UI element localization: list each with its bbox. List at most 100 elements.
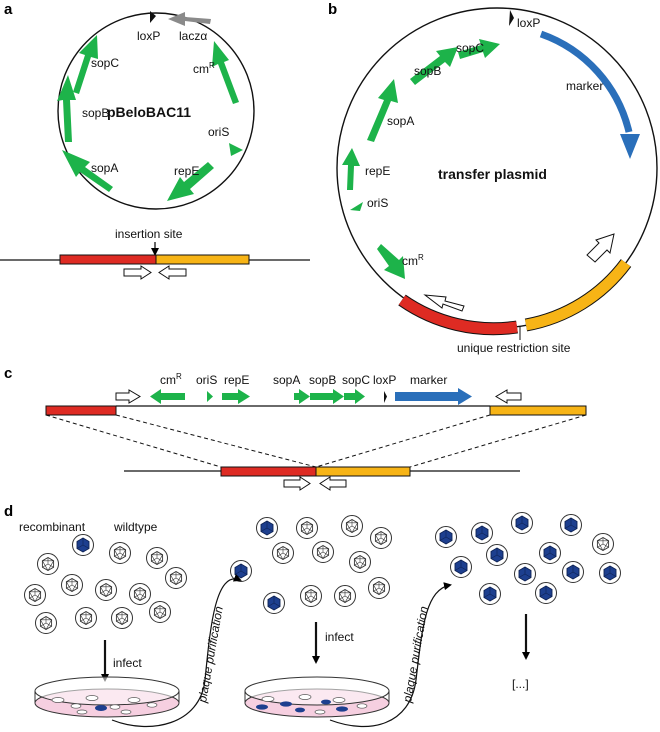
gene-arrow-sopb-c (310, 389, 344, 404)
panel-label-c: c (4, 365, 12, 382)
homology-arm-right-genome-c (315, 466, 411, 477)
primer-arrow-forward-c (115, 389, 141, 404)
gene-arrow-cmr (212, 41, 239, 104)
homology-arm-right-a (155, 254, 250, 265)
virus-wildtype (111, 607, 133, 629)
gene-arrow-repe (167, 162, 214, 201)
primer-arrow-forward-a (123, 265, 152, 280)
virus-wildtype (334, 585, 356, 607)
label-unique-site: unique restriction site (457, 341, 571, 355)
label-lacz-a: laczα (179, 29, 207, 43)
primer-arrow-left-b (423, 294, 465, 312)
label-oris-b: oriS (367, 196, 388, 210)
label-cmr-c: cmR (160, 372, 182, 387)
label-marker-b: marker (566, 79, 603, 93)
virus-recombinant (479, 583, 501, 605)
virus-wildtype (109, 542, 131, 564)
gene-arrow-sopc (73, 35, 98, 94)
virus-wildtype (296, 517, 318, 539)
primer-arrow-reverse-genome-c (319, 476, 347, 491)
gene-arrow-sopa-c (294, 389, 310, 404)
primer-arrow-reverse-a (158, 265, 187, 280)
virus-wildtype (341, 515, 363, 537)
gene-arrow-oris-c (207, 391, 213, 402)
panel-a: pBeloBAC11 loxP laczα cmR oriS repE sopA… (0, 11, 310, 280)
label-sopa-c: sopA (273, 373, 300, 387)
gene-arrow-cmr-b (377, 244, 405, 279)
homology-arm-left-a (59, 254, 157, 265)
gene-arrow-sopb-b (410, 47, 458, 85)
plasmid-circle-pbelobac11 (57, 12, 255, 210)
panel-b: transfer plasmid sopC loxP sopB sopA mar… (336, 7, 658, 355)
label-marker-c: marker (410, 373, 447, 387)
virus-wildtype (300, 585, 322, 607)
primer-arrow-reverse-c (495, 389, 522, 404)
primer-arrow-right-b (586, 233, 615, 263)
gene-arrows-b (342, 39, 500, 279)
label-sopc-b: sopC (456, 41, 484, 55)
gene-arrows-a (57, 35, 243, 201)
petri-dish-1 (34, 676, 180, 718)
panel-label-b: b (328, 1, 337, 18)
label-insertion-site: insertion site (115, 227, 183, 241)
virus-wildtype (149, 601, 171, 623)
virus-wildtype (75, 607, 97, 629)
label-sopa-b: sopA (387, 114, 414, 128)
homology-arm-right-b (524, 259, 631, 331)
panel-label-a: a (4, 1, 13, 18)
virus-group-2 (230, 515, 392, 614)
virus-recombinant (539, 542, 561, 564)
virus-recombinant (511, 512, 533, 534)
plaque-purification-arrow-2 (329, 582, 452, 728)
label-ellipsis: [...] (512, 677, 529, 691)
label-infect-1: infect (113, 656, 142, 670)
label-sopc-a: sopC (91, 56, 119, 70)
primer-arrow-forward-genome-c (283, 476, 311, 491)
gene-arrow-repe-b (342, 148, 360, 190)
petri-dish-2 (244, 676, 390, 718)
virus-wildtype (370, 527, 392, 549)
homology-arm-right-b-outline (524, 259, 632, 332)
label-repe-c: repE (224, 373, 249, 387)
label-sopb-a: sopB (82, 106, 109, 120)
loxp-site-c (384, 391, 387, 403)
gene-arrow-sopa-b (367, 79, 398, 142)
homology-arm-right-c (489, 405, 587, 416)
gene-arrow-cmr-c (150, 389, 185, 404)
virus-wildtype (129, 583, 151, 605)
homology-arm-left-genome-c (220, 466, 317, 477)
label-cmr-b: cmR (402, 253, 424, 268)
homology-arm-left-c (45, 405, 117, 416)
virus-wildtype (37, 553, 59, 575)
label-cmr-a: cmR (193, 61, 215, 76)
panel-d: recombinant wildtype (19, 512, 621, 728)
panel-label-d: d (4, 503, 13, 520)
plaque-purification-arrow-1 (111, 574, 242, 728)
plaques-recombinant (256, 699, 348, 713)
gene-arrow-oris-b (350, 202, 363, 211)
loxp-site-a (150, 11, 156, 23)
virus-wildtype (165, 567, 187, 589)
plasmid-name-b: transfer plasmid (438, 166, 547, 182)
virus-recombinant (514, 563, 536, 585)
marker-arrowhead (620, 134, 640, 159)
label-sopb-b: sopB (414, 64, 441, 78)
label-loxp-b: loxP (517, 16, 540, 30)
virus-group-1 (24, 534, 187, 634)
virus-recombinant (72, 534, 94, 556)
virus-recombinant (471, 522, 493, 544)
gene-arrow-sopb (57, 75, 76, 142)
label-loxp-a: loxP (137, 29, 160, 43)
loxp-site-b (509, 10, 514, 26)
plaques-wildtype (261, 694, 368, 715)
marker-arrow-c (395, 388, 472, 405)
crossover-lines (45, 414, 587, 468)
virus-recombinant (256, 517, 278, 539)
label-plaque-purification-1: plaque purification (195, 605, 226, 705)
virus-wildtype (368, 577, 390, 599)
label-sopc-c: sopC (342, 373, 370, 387)
label-oris-c: oriS (196, 373, 217, 387)
plasmid-name-a: pBeloBAC11 (107, 104, 191, 120)
virus-wildtype (272, 542, 294, 564)
virus-recombinant (435, 526, 457, 548)
